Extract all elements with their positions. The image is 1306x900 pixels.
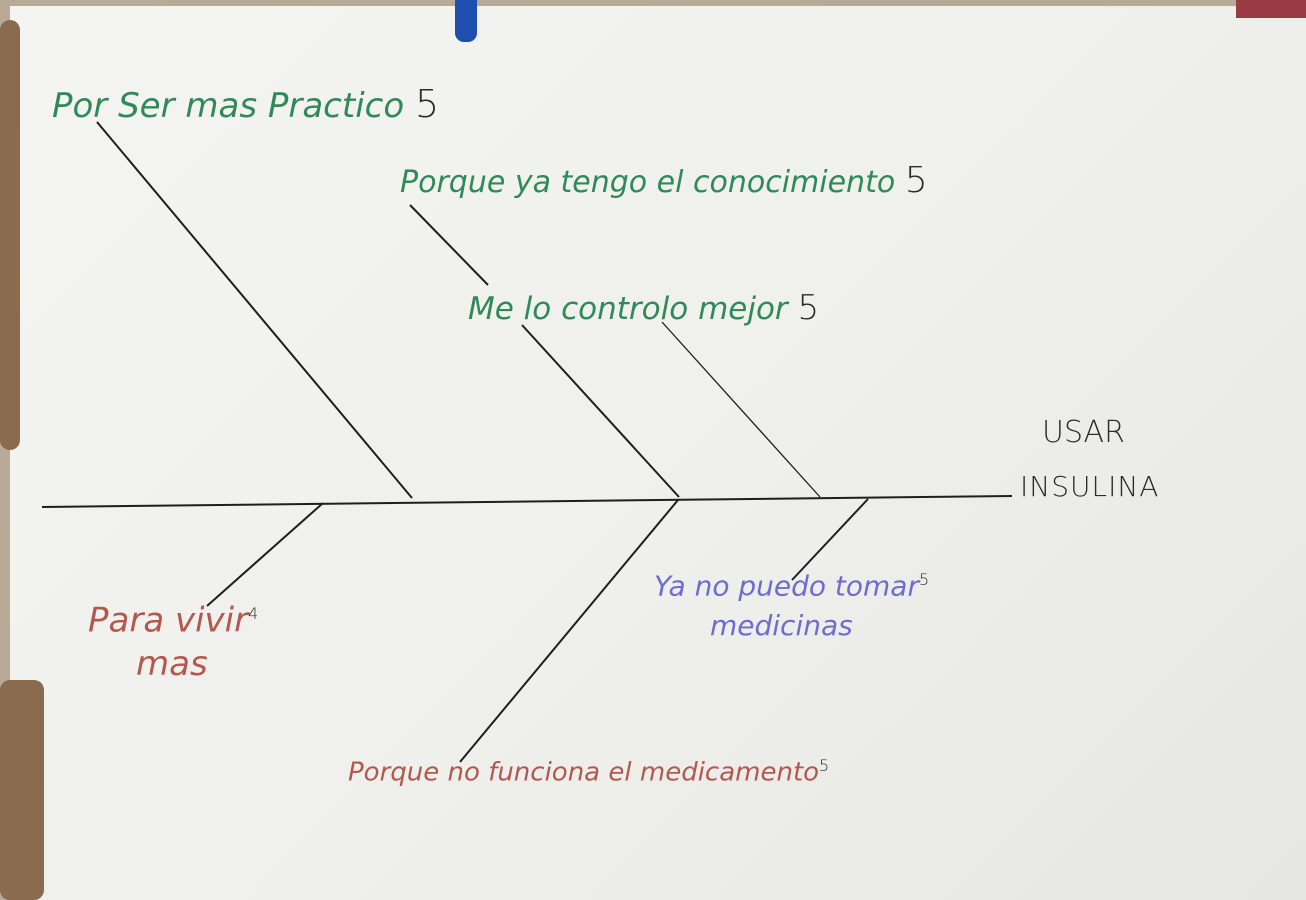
cause-text-line1: Para vivir xyxy=(88,600,249,641)
cause-label: Porque ya tengo el conocimiento 5 xyxy=(400,160,928,201)
cause-label: Para vivir4 mas xyxy=(88,592,258,686)
cause-label: Por Ser mas Practico 5 xyxy=(52,82,439,126)
cause-score: 5 xyxy=(918,570,930,589)
board-tab-upper xyxy=(0,20,20,450)
bone-me-lo-controlo-mejor xyxy=(661,321,821,498)
board-tab-lower xyxy=(0,680,44,900)
push-pin xyxy=(455,0,477,42)
bone-no-funciona-medicamento xyxy=(459,499,679,763)
cause-score: 4 xyxy=(248,604,259,623)
cause-label: Porque no funciona el medicamento5 xyxy=(348,756,829,788)
background-corner xyxy=(1236,0,1306,18)
bone-por-ser-mas-practico xyxy=(96,121,413,499)
bone-ya-no-puedo-tomar xyxy=(791,498,869,581)
cause-text-line2: medicinas xyxy=(710,609,853,643)
bone-ya-tengo-conocimiento-upper xyxy=(409,204,489,286)
cause-score: 5 xyxy=(797,288,820,328)
fishbone-spine xyxy=(41,495,1013,508)
cause-text: Porque ya tengo el conocimiento xyxy=(400,165,896,200)
bone-ya-tengo-conocimiento-lower xyxy=(521,324,680,498)
paper-sheet xyxy=(10,6,1306,900)
cause-text: Me lo controlo mejor xyxy=(468,291,788,327)
cause-score: 5 xyxy=(414,82,440,126)
cause-text: Por Ser mas Practico xyxy=(52,86,405,126)
cause-text-line1: Ya no puedo tomar xyxy=(654,569,919,603)
cause-label: Me lo controlo mejor 5 xyxy=(468,288,819,328)
cause-text: Porque no funciona el medicamento xyxy=(348,757,820,788)
bone-para-vivir-mas xyxy=(206,502,324,607)
cause-score: 5 xyxy=(904,160,928,201)
effect-label-line1: USAR xyxy=(1042,415,1125,450)
cause-score: 5 xyxy=(819,756,830,775)
cause-text-line2: mas xyxy=(136,644,208,685)
effect-label-line2: INSULINA xyxy=(1020,470,1160,503)
cause-label: Ya no puedo tomar5 medicinas xyxy=(654,560,929,646)
